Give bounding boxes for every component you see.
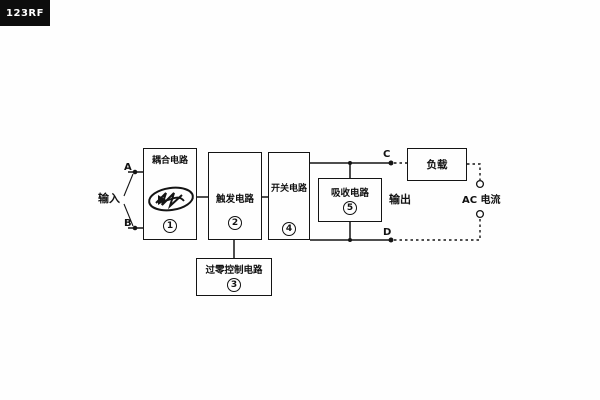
wire-dotted-d-to-ac [394, 218, 481, 241]
terminal-a-label: A [124, 162, 132, 173]
junction-dot-top [348, 161, 352, 165]
coupling-circuit-label: 耦合电路 [151, 156, 188, 166]
snubber-circuit-block: 吸收电路 5 [318, 178, 382, 222]
wire-dotted-load-to-ac [467, 163, 481, 180]
switch-circuit-label: 开关电路 [270, 184, 307, 194]
wire-input-fan-top [123, 173, 134, 197]
ac-terminal-top-circle [475, 179, 485, 189]
trigger-circuit-block: 触发电路 2 [208, 152, 262, 240]
output-label: 输出 [389, 193, 411, 206]
block-number-1: 1 [163, 219, 177, 233]
block-number-2: 2 [228, 216, 242, 230]
snubber-circuit-label: 吸收电路 [330, 188, 369, 199]
load-label: 负载 [426, 159, 448, 171]
block-number-4: 4 [282, 222, 296, 236]
optocoupler-symbol [148, 186, 194, 212]
stock-watermark: 123RF [0, 0, 50, 26]
junction-dot-bottom [348, 238, 352, 242]
wire-input-fan-bottom [123, 203, 134, 227]
terminal-d-label: D [383, 227, 392, 238]
terminal-b-dot [132, 225, 138, 231]
block-number-5: 5 [343, 201, 357, 215]
terminal-d-dot [388, 237, 394, 243]
zero-crossing-control-label: 过零控制电路 [205, 265, 263, 276]
zero-crossing-control-block: 过零控制电路 3 [196, 258, 272, 296]
terminal-a-dot [132, 169, 138, 175]
ac-terminal-bottom-circle [475, 209, 485, 219]
load-block: 负载 [407, 148, 467, 181]
input-label: 输入 [98, 192, 120, 205]
terminal-c-dot [388, 160, 394, 166]
terminal-b-label: B [124, 218, 132, 229]
block-number-3: 3 [227, 278, 241, 292]
terminal-c-label: C [383, 149, 391, 160]
switch-circuit-block: 开关电路 4 [268, 152, 310, 240]
ac-current-label: AC 电流 [462, 195, 501, 206]
coupling-circuit-block: 耦合电路 1 [143, 148, 197, 240]
trigger-circuit-label: 触发电路 [215, 194, 254, 205]
